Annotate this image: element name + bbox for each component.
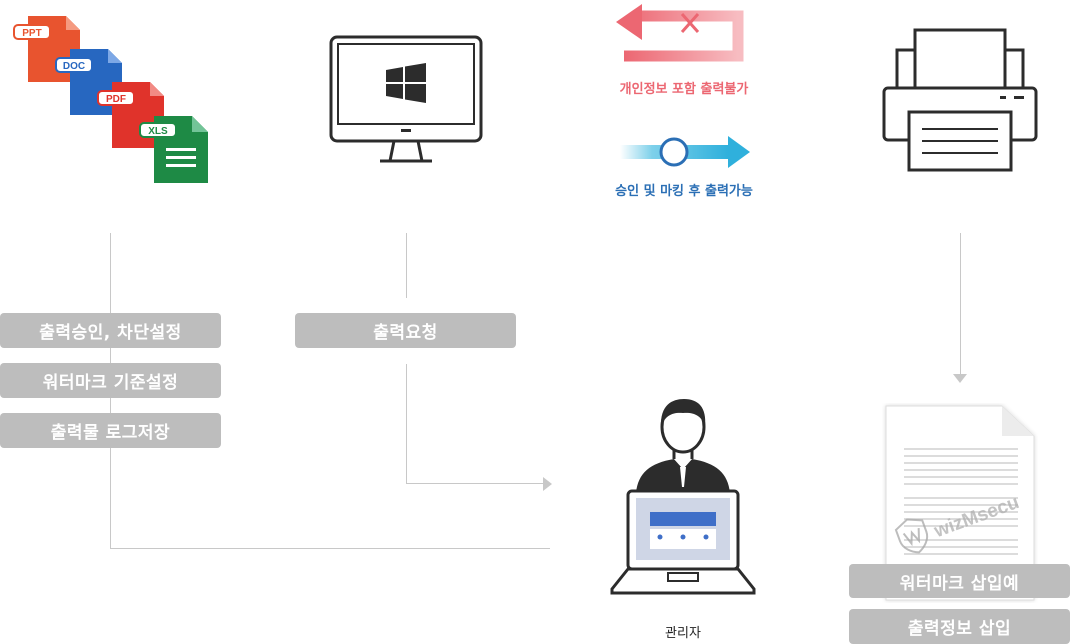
svg-text:DOC: DOC [63, 61, 85, 72]
admin-laptop-icon [610, 399, 756, 595]
x-mark-icon [680, 13, 700, 33]
label-print-request: 출력요청 [295, 313, 516, 348]
connector-monitor-top [406, 233, 407, 298]
arrowhead-down-icon [953, 374, 967, 383]
admin-label: 관리자 [665, 626, 701, 641]
label-print-approval-block: 출력승인, 차단설정 [0, 313, 221, 348]
label-watermark-criteria: 워터마크 기준설정 [0, 363, 221, 398]
blocked-arrow-icon [616, 4, 744, 62]
monitor-icon [329, 35, 483, 163]
watermark-document-icon: wizMsecu [885, 405, 1035, 601]
connector-printer-vertical [960, 233, 961, 375]
svg-text:XLS: XLS [148, 126, 168, 137]
allowed-arrow-icon [620, 136, 750, 168]
svg-text:PPT: PPT [22, 28, 41, 39]
svg-text:PDF: PDF [106, 94, 126, 105]
label-watermark-example: 워터마크 삽입예 [849, 564, 1070, 598]
label-output-log: 출력물 로그저장 [0, 413, 221, 448]
windows-logo-icon [386, 63, 426, 103]
printer-icon [882, 28, 1038, 172]
file-stack-icon: PPT DOC PDF XLS [13, 16, 208, 183]
watermark-shield-icon [894, 518, 929, 554]
status-allowed-text: 승인 및 마킹 후 출력가능 [615, 184, 753, 199]
connector-monitor-horizontal [406, 483, 544, 484]
label-output-info: 출력정보 삽입 [849, 609, 1070, 644]
approval-circle-icon [659, 137, 689, 167]
xls-file-icon: XLS [139, 116, 208, 183]
status-blocked-text: 개인정보 포함 출력불가 [619, 82, 749, 97]
connector-monitor-bottom [406, 364, 407, 484]
connector-left-horizontal [110, 548, 550, 549]
arrowhead-right-icon [543, 477, 552, 491]
